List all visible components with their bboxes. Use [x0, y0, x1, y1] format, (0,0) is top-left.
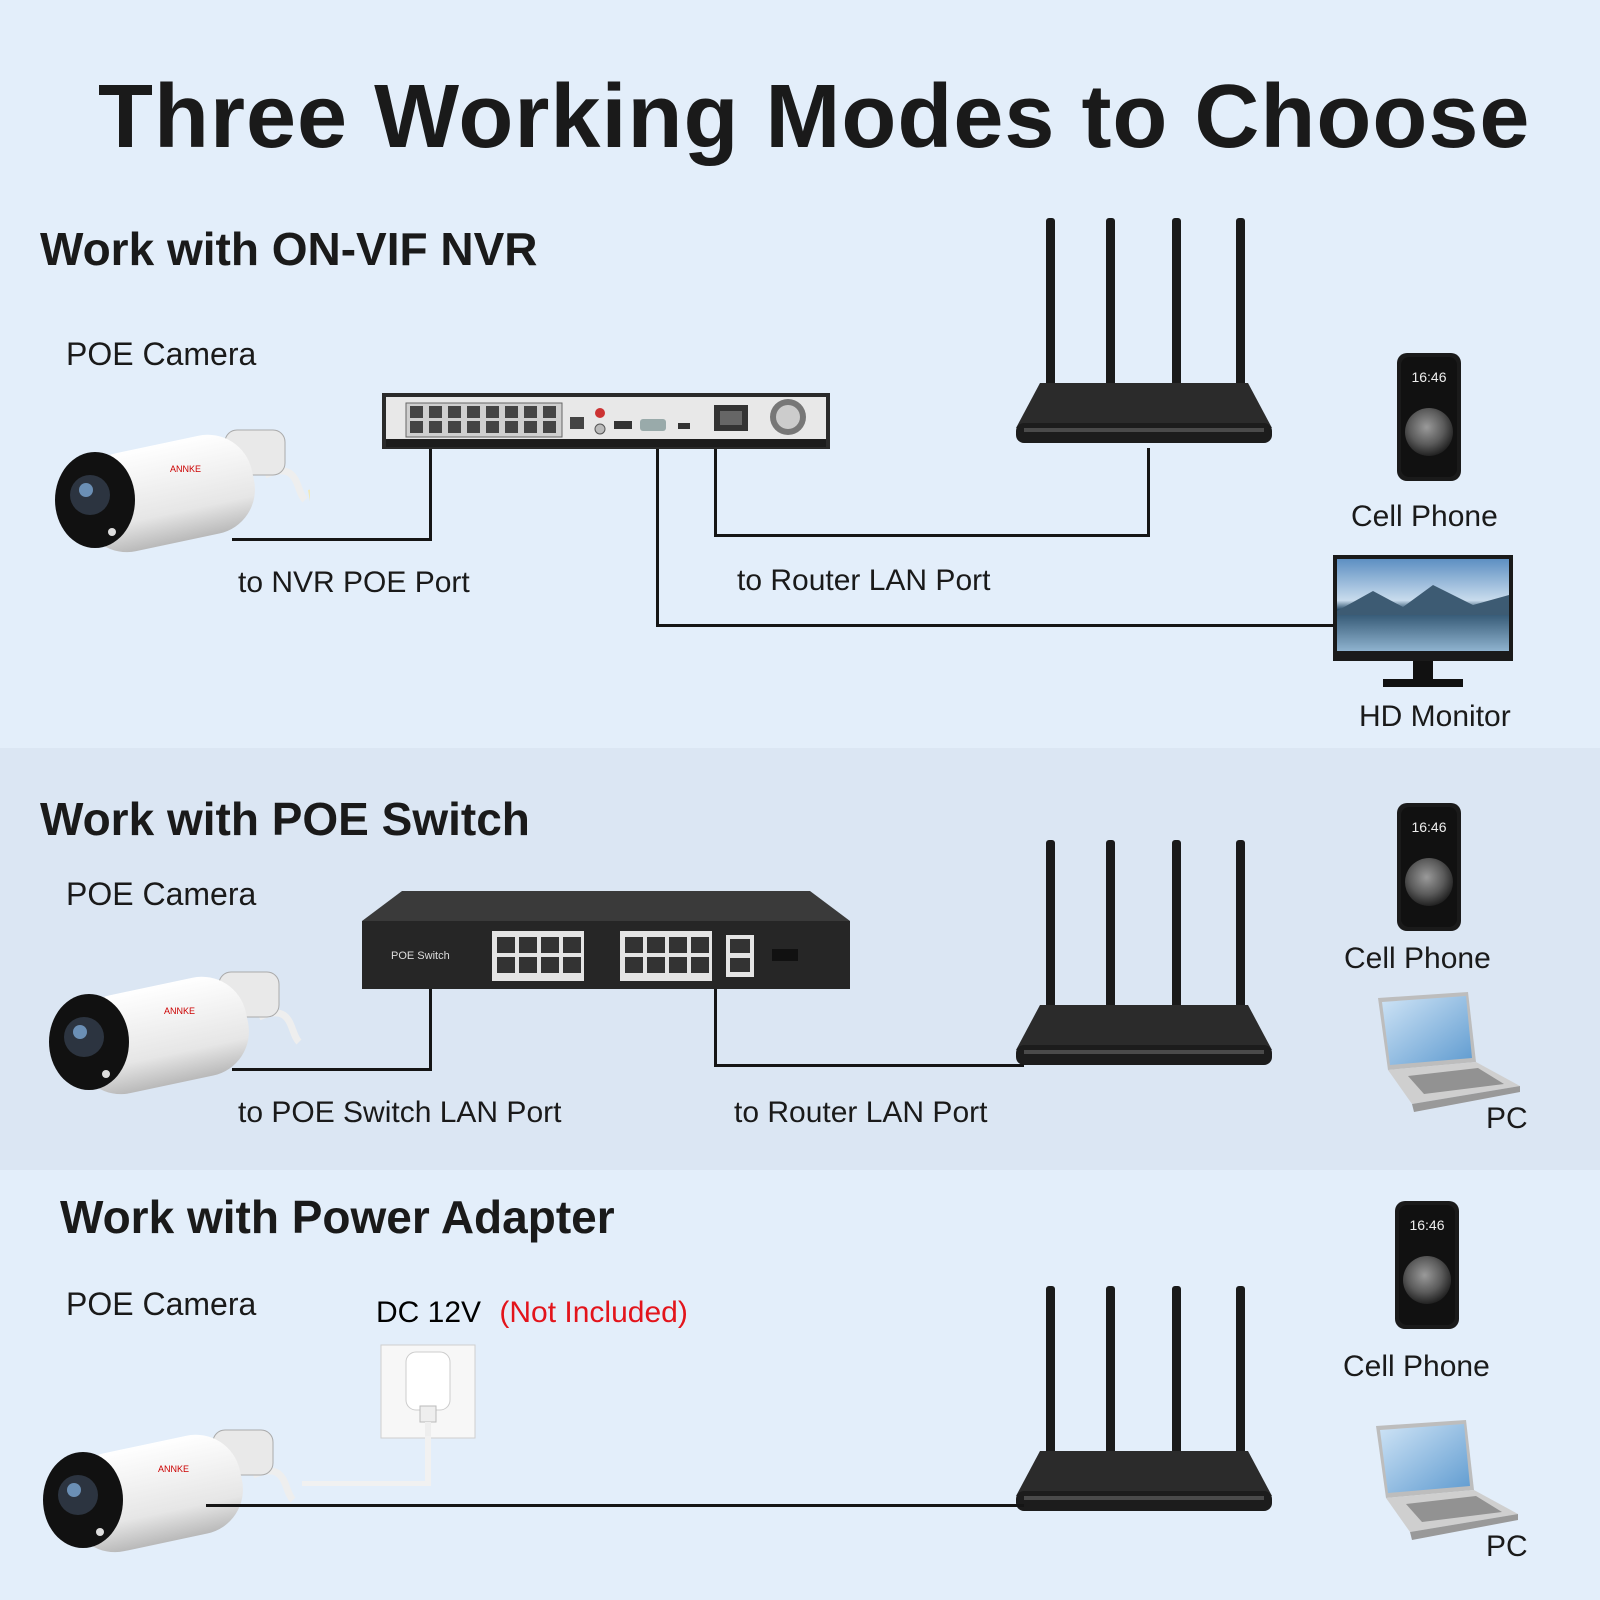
section-heading-poe-switch: Work with POE Switch: [40, 793, 530, 845]
device-label-cell-phone: Cell Phone: [1343, 1350, 1490, 1383]
section-heading-power-adapter: Work with Power Adapter: [60, 1191, 615, 1243]
wifi-router: [1010, 840, 1278, 1070]
phone-clock: 16:46: [1409, 1217, 1444, 1233]
phone-clock: 16:46: [1411, 819, 1446, 835]
power-requirement-label: DC 12V (Not Included): [376, 1296, 688, 1330]
switch-brand-label: POE Switch: [391, 950, 450, 962]
device-label-hd-monitor: HD Monitor: [1359, 700, 1511, 733]
page-title: Three Working Modes to Choose: [98, 67, 1531, 167]
power-voltage: DC 12V: [376, 1296, 482, 1329]
not-included-note: (Not Included): [499, 1296, 688, 1329]
hd-monitor-device: [1333, 555, 1513, 691]
wire-nvr-to-router-v2: [1147, 448, 1150, 537]
wall-outlet-adapter: [380, 1344, 476, 1439]
device-label-pc: PC: [1486, 1102, 1528, 1135]
wire-camera-to-nvr-v: [429, 449, 432, 541]
poe-camera: ANNKE: [38, 1420, 298, 1560]
nvr-recorder: [382, 393, 830, 449]
wire-nvr-to-router-v1: [714, 449, 717, 537]
link-label-switch-lan-port: to POE Switch LAN Port: [238, 1096, 562, 1129]
wire-camera-to-switch-v: [429, 989, 432, 1071]
wire-nvr-to-monitor-v: [656, 449, 659, 627]
device-label-cell-phone: Cell Phone: [1351, 500, 1498, 533]
wire-camera-to-nvr-h: [232, 538, 432, 541]
cell-phone-device: 16:46: [1396, 802, 1462, 932]
svg-text:ANNKE: ANNKE: [158, 1464, 189, 1474]
device-label-cell-phone: Cell Phone: [1344, 942, 1491, 975]
link-label-nvr-poe-port: to NVR POE Port: [238, 566, 470, 599]
device-label-pc: PC: [1486, 1530, 1528, 1563]
phone-clock: 16:46: [1411, 369, 1446, 385]
wire-switch-to-router-v: [714, 989, 717, 1067]
cell-phone-device: 16:46: [1396, 352, 1462, 482]
link-label-router-lan-port: to Router LAN Port: [737, 564, 991, 597]
wire-switch-to-router-h: [714, 1064, 1024, 1067]
laptop-pc-device: [1368, 992, 1522, 1114]
wire-nvr-to-router-h: [714, 534, 1150, 537]
poe-camera: ANNKE: [44, 962, 304, 1102]
wire-camera-to-router: [206, 1504, 1024, 1507]
adapter-cable-h: [302, 1481, 431, 1486]
svg-text:ANNKE: ANNKE: [170, 464, 201, 474]
camera-label: POE Camera: [66, 336, 257, 372]
wifi-router: [1010, 1286, 1278, 1516]
poe-switch-device: [362, 891, 850, 989]
wire-camera-to-switch-h: [232, 1068, 432, 1071]
wire-nvr-to-monitor-h: [656, 624, 1334, 627]
adapter-cable: [425, 1436, 431, 1486]
link-label-router-lan-port: to Router LAN Port: [734, 1096, 988, 1129]
svg-text:ANNKE: ANNKE: [164, 1006, 195, 1016]
wifi-router: [1010, 218, 1278, 448]
laptop-pc-device: [1366, 1420, 1520, 1542]
camera-label: POE Camera: [66, 1286, 257, 1322]
section-heading-nvr: Work with ON-VIF NVR: [40, 223, 538, 275]
camera-label: POE Camera: [66, 876, 257, 912]
cell-phone-device: 16:46: [1394, 1200, 1460, 1330]
